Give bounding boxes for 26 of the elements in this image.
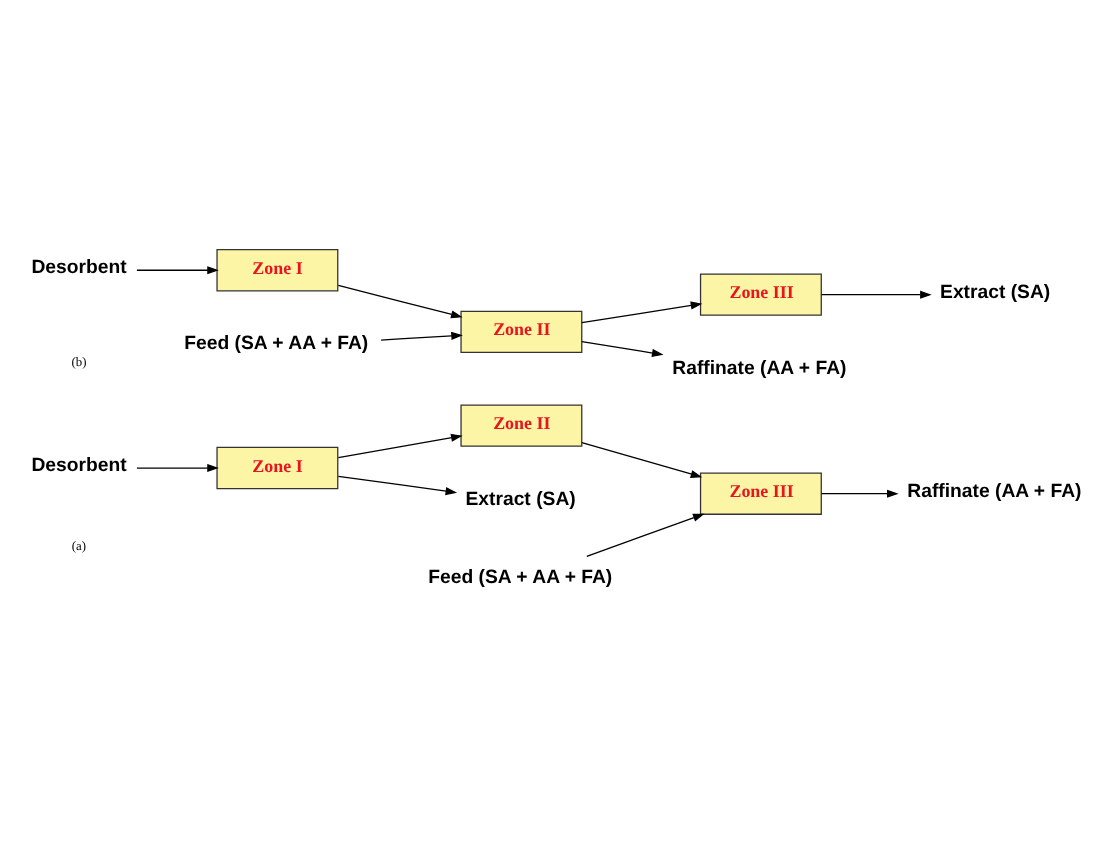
node-text: Feed (SA + AA + FA): [428, 565, 613, 588]
node-box: Zone II: [460, 309, 583, 353]
node-text: Desorbent: [31, 454, 127, 477]
node-text: Desorbent: [31, 256, 127, 279]
node-box: Zone I: [216, 445, 339, 489]
node-text: Feed (SA + AA + FA): [184, 332, 369, 355]
node-box: Zone III: [699, 471, 822, 514]
arrow: [136, 462, 219, 472]
arrow: [586, 512, 705, 557]
arrow: [337, 474, 458, 495]
node-text: Raffinate (AA + FA): [907, 479, 1082, 502]
node-text: Extract (SA): [465, 487, 576, 510]
node-text: Raffinate (AA + FA): [672, 356, 847, 379]
node-box: Zone III: [699, 272, 822, 315]
arrow: [337, 283, 463, 318]
arrow: [380, 330, 463, 340]
arrow: [136, 265, 219, 274]
arrow: [581, 300, 703, 323]
node-box: Zone I: [216, 248, 339, 291]
arrow: [820, 488, 899, 497]
node-text: Extract (SA): [940, 280, 1051, 303]
arrow: [820, 289, 932, 298]
arrow: [337, 432, 463, 458]
node-box: Zone II: [460, 403, 583, 446]
arrow: [581, 339, 664, 356]
arrow: [581, 441, 703, 477]
